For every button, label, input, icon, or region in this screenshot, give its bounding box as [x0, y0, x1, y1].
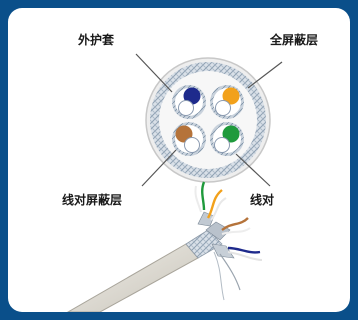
label-pair-shield: 线对屏蔽层	[62, 193, 122, 207]
pair-brown-icon	[172, 122, 206, 156]
pair-orange-icon	[210, 85, 244, 119]
pair-green-icon	[210, 122, 244, 156]
cable-cross-section-icon	[146, 58, 270, 182]
cable-diagram	[8, 8, 350, 312]
diagram-panel: 外护套 全屏蔽层 线对屏蔽层 线对	[8, 8, 350, 312]
label-outer-sheath: 外护套	[78, 33, 114, 47]
label-overall-shield: 全屏蔽层	[270, 33, 318, 47]
leader-overall-shield	[248, 62, 282, 88]
pair-blue-icon	[172, 85, 206, 119]
label-twisted-pair: 线对	[250, 193, 274, 207]
